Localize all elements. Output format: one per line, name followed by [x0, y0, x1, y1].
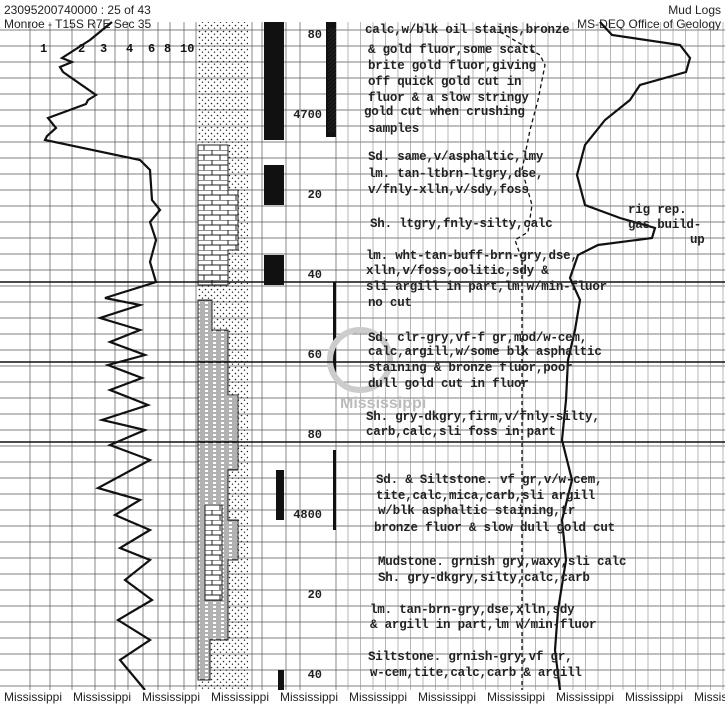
- depth-label: 80: [307, 428, 322, 442]
- lithology-description: gold cut when crushing: [364, 105, 525, 119]
- well-location: Monroe - T15S R7E Sec 35: [4, 17, 152, 31]
- footer-watermark: Mississippi: [280, 690, 339, 704]
- grid-lines: [0, 22, 725, 690]
- lithology-description: no cut: [368, 296, 412, 310]
- lithology-description: Sh. gry-dkgry,firm,v/fnly-silty,: [366, 410, 600, 424]
- seal-watermark: [327, 327, 393, 393]
- lithology-description: Mudstone. grnish gry,waxy,sli calc: [378, 555, 627, 569]
- lithology-description: w/blk asphaltic staining,tr: [378, 504, 576, 518]
- scale-label: 8: [164, 42, 172, 56]
- resistivity-curve: [43, 21, 162, 690]
- lithology-description: Sd. clr-gry,vf-f gr,mod/w-cem,: [368, 331, 588, 345]
- total-gas-curve: [553, 21, 692, 690]
- footer-watermark: Mississippi: [556, 690, 615, 704]
- depth-label: 4700: [293, 108, 322, 122]
- lithology-description: off quick gold cut in: [368, 75, 522, 89]
- scale-label: 10: [180, 42, 195, 56]
- lithology-description: bronze fluor & slow dull gold cut: [374, 521, 615, 535]
- agency: MS-DEQ Office of Geology: [577, 17, 721, 31]
- lithology-description: lm. tan-brn-gry,dse,xlln,sdy: [370, 603, 575, 617]
- lithology-description: tite,calc,mica,carb,sli argill: [376, 489, 596, 503]
- footer-watermark: Mississippi: [349, 690, 408, 704]
- lithology-description: calc,argill,w/some blk asphaltic: [368, 345, 602, 359]
- scale-label: 4: [126, 42, 134, 56]
- lithology-description: w-cem,tite,calc,carb & argill: [370, 666, 582, 680]
- depth-label: 60: [307, 348, 322, 362]
- depth-label: 4800: [293, 508, 322, 522]
- footer-watermark: Mississippi: [4, 690, 63, 704]
- depth-label: 80: [307, 28, 322, 42]
- lithology-description: Sd. same,v/asphaltic,lmy: [368, 150, 544, 164]
- lithology-description: fluor & a slow stringy: [368, 91, 529, 105]
- document-id: 23095200740000 : 25 of 43: [4, 3, 151, 17]
- lithology-description: & argill in part,lm w/min-fluor: [370, 618, 597, 632]
- lithology-description: Sh. gry-dkgry,silty,calc,carb: [378, 571, 590, 585]
- depth-label: 40: [307, 668, 322, 682]
- lithology-column: [197, 22, 248, 690]
- footer-watermark: Mississippi: [487, 690, 546, 704]
- depth-label: 40: [307, 268, 322, 282]
- lithology-description: brite gold fluor,giving: [368, 59, 536, 73]
- heavy-depth-lines: [0, 281, 725, 443]
- footer-watermark: Mississippi: [73, 690, 132, 704]
- depth-label: 20: [307, 588, 322, 602]
- mud-log-chart: [0, 21, 725, 690]
- lithology-description: xlln,v/foss,oolitic,sdy &: [366, 264, 549, 278]
- scale-label: 1: [40, 42, 48, 56]
- lithology-description: calc,w/blk oil stains,bronze: [365, 23, 570, 37]
- lithology-description: carb,calc,sli foss in part: [366, 425, 556, 439]
- lithology-description: lm. wht-tan-buff-brn-gry,dse,: [366, 249, 578, 263]
- chromatograph-curve: [499, 31, 546, 690]
- lithology-description: & gold fluor,some scatt: [368, 43, 536, 57]
- lithology-description: Sh. ltgry,fnly-silty,calc: [370, 217, 553, 231]
- footer-watermark: Mississippi: [142, 690, 201, 704]
- scale-label: 6: [148, 42, 156, 56]
- depth-label: 20: [307, 188, 322, 202]
- footer-watermark: Mississippi: [418, 690, 477, 704]
- watermark-text: Mississippi: [340, 395, 427, 412]
- footer-watermark: Mississippi: [625, 690, 684, 704]
- annotation-line: up: [690, 233, 705, 247]
- lithology-description: lm. tan-ltbrn-ltgry,dse,: [368, 167, 544, 181]
- scale-label: 3: [100, 42, 108, 56]
- annotation-line: gas build-: [628, 218, 702, 232]
- lithology-description: sli argill in part,lm w/min-fluor: [366, 280, 607, 294]
- document-type: Mud Logs: [668, 3, 721, 17]
- lithology-description: staining & bronze fluor,poor: [368, 361, 573, 375]
- lithology-description: v/fnly-xlln,v/sdy,foss: [368, 183, 529, 197]
- lithology-description: Sd. & Siltstone. vf gr,v/w-cem,: [376, 473, 603, 487]
- lithology-description: dull gold cut in fluor: [368, 377, 529, 391]
- porosity-bars: [264, 22, 336, 690]
- scale-label: 2: [78, 42, 86, 56]
- lithology-description: samples: [368, 122, 420, 136]
- footer-watermark: Mississippi: [694, 690, 725, 704]
- lithology-description: Siltstone. grnish-gry,vf gr,: [368, 650, 573, 664]
- annotation-line: rig rep.: [628, 203, 687, 217]
- footer-watermark: Mississippi: [211, 690, 270, 704]
